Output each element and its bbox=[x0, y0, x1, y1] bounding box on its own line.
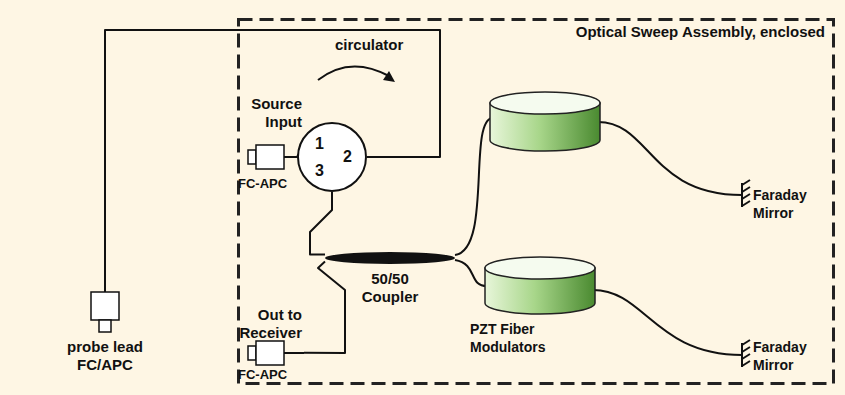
port-number: 3 bbox=[315, 162, 324, 180]
part-label: FC-APC bbox=[238, 175, 287, 193]
part-label: Out to Receiver bbox=[236, 306, 302, 342]
fiber-connector bbox=[304, 262, 345, 353]
connector-body bbox=[256, 145, 284, 169]
part-label: Faraday Mirror bbox=[753, 338, 825, 374]
coupler: 50/50 Coupler bbox=[325, 252, 455, 264]
enclosure: Optical Sweep Assembly, enclosedSource I… bbox=[237, 18, 835, 385]
circulator-shape bbox=[297, 122, 367, 192]
pzt-modulator bbox=[490, 92, 600, 151]
direction-arrow bbox=[318, 66, 389, 80]
fiber-connector bbox=[310, 192, 332, 254]
probe-connector: probe lead FC/APC bbox=[55, 288, 155, 384]
connector-ferrule bbox=[99, 320, 111, 332]
connector-body bbox=[256, 341, 284, 365]
receiver-connector: Out to ReceiverFC-APC bbox=[236, 306, 304, 384]
part-label: PZT Fiber Modulators bbox=[470, 320, 562, 356]
fiber bbox=[284, 352, 304, 354]
part-label: probe lead FC/APC bbox=[55, 338, 155, 374]
part-label: 50/50 Coupler bbox=[358, 270, 422, 306]
connector-ferrule bbox=[248, 346, 256, 360]
fiber bbox=[593, 290, 742, 355]
arrow-head bbox=[383, 71, 395, 82]
connector-body bbox=[91, 292, 119, 320]
port-number: 1 bbox=[315, 135, 324, 153]
faraday-mirror bbox=[742, 340, 750, 367]
enclosure-title: Optical Sweep Assembly, enclosed bbox=[576, 23, 825, 41]
part-label: circulator bbox=[335, 36, 403, 54]
port-number: 2 bbox=[343, 148, 352, 166]
fiber bbox=[598, 122, 742, 195]
circulator-circle bbox=[298, 123, 366, 191]
fiber bbox=[455, 260, 487, 286]
fiber-connector bbox=[105, 30, 440, 288]
coupler-shape bbox=[325, 252, 455, 264]
part-label: Source Input bbox=[236, 95, 302, 131]
faraday-mirror bbox=[742, 180, 750, 207]
circulator: circulator123 bbox=[297, 122, 367, 192]
fiber bbox=[455, 118, 492, 255]
part-label: Faraday Mirror bbox=[753, 186, 825, 222]
part-label: FC-APC bbox=[238, 366, 287, 384]
source-connector: Source InputFC-APC bbox=[236, 95, 304, 195]
pzt-modulator bbox=[485, 257, 595, 314]
dashed-outline bbox=[239, 20, 834, 384]
coupler-shape bbox=[325, 252, 455, 264]
connector-ferrule bbox=[248, 150, 256, 164]
